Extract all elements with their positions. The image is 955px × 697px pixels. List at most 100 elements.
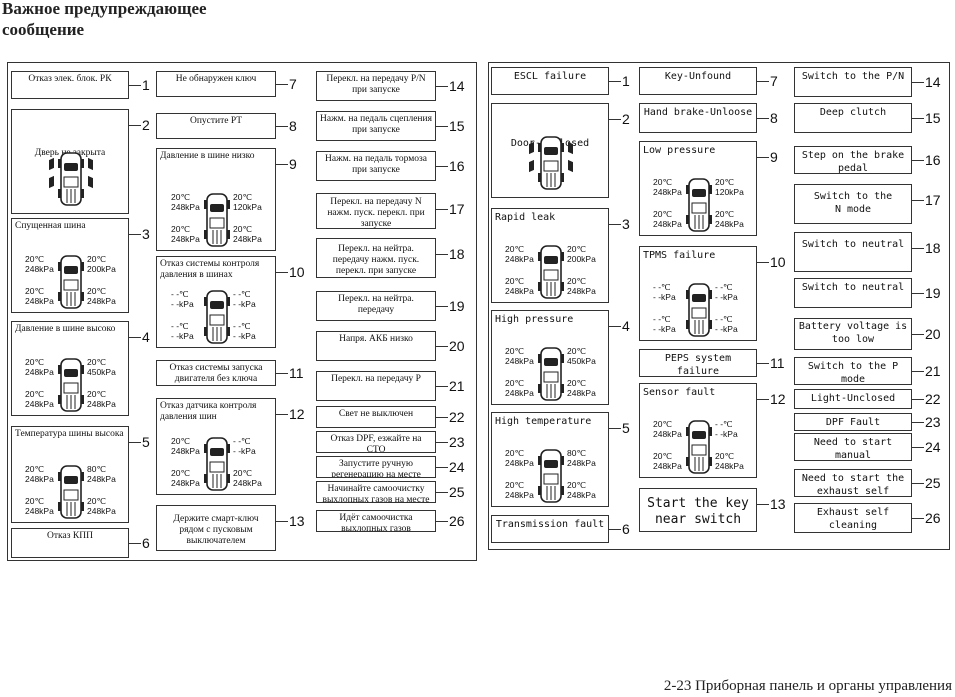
message-label: Спущенная шина: [15, 221, 86, 231]
callout-number: 10: [289, 264, 305, 280]
message-box-6: Transmission fault: [491, 515, 609, 543]
tire-readout-rr: 20℃ 248kPa: [233, 224, 262, 244]
callout-number: 26: [925, 510, 941, 526]
callout-line: [609, 224, 621, 225]
callout-number: 17: [925, 192, 941, 208]
message-box-1: ESCL failure: [491, 67, 609, 95]
callout-number: 7: [770, 73, 778, 89]
tire-readout-fr: - -℃ - -kPa: [233, 436, 256, 456]
callout-line: [609, 428, 621, 429]
message-label: Switch to the N mode: [813, 191, 893, 215]
message-box-11: PEPS system failure: [639, 349, 757, 377]
callout-number: 25: [925, 475, 941, 491]
tire-readout-fr: 80℃ 248kPa: [567, 448, 596, 468]
car-top-view-icon: [58, 465, 84, 519]
car-top-view-icon: [538, 347, 564, 401]
callout-line: [436, 492, 448, 493]
callout-line: [912, 447, 924, 448]
callout-line: [129, 125, 141, 126]
callout-line: [912, 200, 924, 201]
car-top-view-icon: [58, 358, 84, 412]
tire-readout-fr: 20℃ 120kPa: [715, 177, 744, 197]
callout-line: [129, 85, 141, 86]
message-label: Step on the brake pedal: [801, 150, 905, 174]
callout-line: [436, 442, 448, 443]
tire-readout-rr: - -℃ - -kPa: [233, 321, 256, 341]
message-box-26: Exhaust self cleaning is in progress: [794, 503, 912, 533]
callout-number: 11: [289, 365, 304, 381]
message-box-2: Door-Unclosed: [491, 103, 609, 198]
message-box-26: Идёт самоочистка выхлопных газов: [316, 510, 436, 532]
callout-number: 2: [622, 111, 630, 127]
callout-number: 23: [449, 434, 465, 450]
message-box-17: Switch to the N mode: [794, 184, 912, 224]
car-top-view-icon: [538, 245, 564, 299]
message-box-17: Перекл. на передачу N нажм. пуск. перекл…: [316, 193, 436, 229]
callout-number: 14: [925, 74, 941, 90]
callout-line: [757, 399, 769, 400]
message-label: Запустите ручную регенерацию на месте: [331, 459, 421, 478]
callout-number: 15: [449, 118, 465, 134]
tire-readout-fl: - -℃ - -kPa: [653, 282, 676, 302]
callout-number: 18: [449, 246, 465, 262]
message-box-15: Deep clutch: [794, 103, 912, 133]
callout-line: [129, 337, 141, 338]
callout-line: [276, 126, 288, 127]
tire-readout-rl: 20℃ 248kPa: [653, 209, 682, 229]
message-box-18: Switch to neutral: [794, 232, 912, 272]
message-box-20: Battery voltage is too low: [794, 318, 912, 350]
callout-number: 12: [770, 391, 786, 407]
callout-line: [912, 483, 924, 484]
callout-line: [757, 363, 769, 364]
callout-number: 6: [622, 521, 630, 537]
message-label: TPMS failure: [643, 250, 716, 261]
tire-readout-rr: 20℃ 248kPa: [233, 468, 262, 488]
callout-line: [436, 346, 448, 347]
message-box-23: Отказ DPF, езжайте на СТО: [316, 431, 436, 453]
callout-line: [757, 157, 769, 158]
callout-number: 22: [925, 391, 941, 407]
message-label: Нажм. на педаль тормоза при запуске: [325, 154, 427, 175]
callout-line: [129, 543, 141, 544]
tire-readout-rl: 20℃ 248kPa: [171, 224, 200, 244]
callout-number: 5: [142, 434, 150, 450]
callout-number: 8: [289, 118, 297, 134]
message-label: Switch to neutral: [801, 282, 905, 293]
message-box-16: Step on the brake pedal: [794, 146, 912, 174]
message-box-15: Нажм. на педаль сцепления при запуске: [316, 111, 436, 141]
message-label: Опустите РТ: [189, 116, 243, 126]
callout-number: 9: [289, 156, 297, 172]
tire-readout-rr: 20℃ 248kPa: [567, 378, 596, 398]
callout-number: 14: [449, 78, 465, 94]
message-label: Держите смарт-ключ рядом с пусковым выкл…: [173, 514, 259, 546]
message-label: Start the key near switch: [647, 496, 749, 527]
callout-number: 3: [142, 226, 150, 242]
tire-readout-rl: 20℃ 248kPa: [505, 378, 534, 398]
message-label: Перекл. на передачу P/N при запуске: [326, 74, 426, 95]
callout-line: [276, 272, 288, 273]
message-box-8: Опустите РТ: [156, 113, 276, 139]
callout-line: [436, 86, 448, 87]
tire-readout-fr: 80℃ 248kPa: [87, 464, 116, 484]
callout-line: [436, 126, 448, 127]
car-top-view-icon: [204, 193, 230, 247]
tire-readout-fl: 20℃ 248kPa: [653, 177, 682, 197]
callout-line: [276, 373, 288, 374]
callout-number: 15: [925, 110, 941, 126]
callout-line: [912, 293, 924, 294]
callout-number: 17: [449, 201, 465, 217]
tire-readout-fl: 20℃ 248kPa: [505, 346, 534, 366]
callout-number: 5: [622, 420, 630, 436]
callout-number: 22: [449, 409, 465, 425]
callout-line: [912, 248, 924, 249]
callout-number: 24: [449, 459, 465, 475]
tire-readout-fl: 20℃ 248kPa: [171, 436, 200, 456]
callout-number: 1: [142, 77, 150, 93]
callout-line: [436, 386, 448, 387]
open-door-icon: [529, 159, 534, 173]
callout-number: 8: [770, 110, 778, 126]
